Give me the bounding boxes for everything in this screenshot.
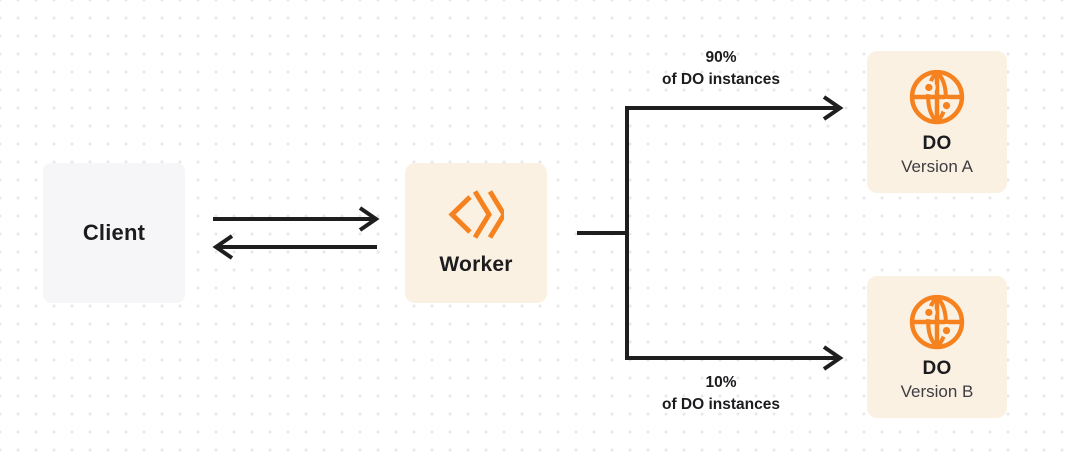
edge-label-10-percent: 10% of DO instances bbox=[621, 372, 821, 415]
arrow-to-version-b bbox=[822, 345, 844, 371]
do-version-b-node: DO Version B bbox=[867, 276, 1007, 418]
do-version-a-title: DO bbox=[922, 132, 952, 154]
client-node: Client bbox=[43, 163, 185, 303]
edge-label-10-line1: 10% bbox=[705, 374, 737, 391]
edge-label-10-line2: of DO instances bbox=[662, 395, 780, 413]
edge-label-90-line1: 90% bbox=[705, 49, 737, 66]
edge-label-90-percent: 90% of DO instances bbox=[621, 47, 821, 90]
client-to-worker-arrow bbox=[213, 206, 380, 232]
worker-node: Worker bbox=[405, 163, 547, 303]
globe-icon bbox=[908, 68, 966, 126]
do-version-a-node: DO Version A bbox=[867, 51, 1007, 193]
client-label: Client bbox=[82, 220, 146, 245]
globe-icon bbox=[908, 293, 966, 351]
edge-label-90-line2: of DO instances bbox=[662, 70, 780, 88]
do-version-b-title: DO bbox=[922, 357, 952, 379]
do-version-a-subtitle: Version A bbox=[901, 156, 973, 176]
arrow-to-version-a bbox=[822, 95, 844, 121]
split-connector bbox=[625, 106, 838, 360]
worker-label: Worker bbox=[439, 253, 513, 276]
do-version-b-subtitle: Version B bbox=[900, 381, 974, 401]
workers-logo-icon bbox=[448, 189, 504, 240]
worker-to-client-arrow bbox=[212, 234, 377, 260]
